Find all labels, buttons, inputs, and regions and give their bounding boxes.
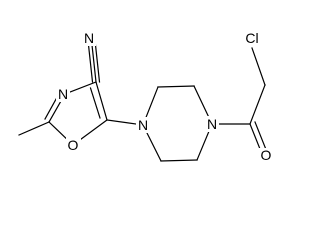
- bond-ch2-cl: [251, 47, 266, 86]
- bond-c4-c5-inner: [89, 87, 101, 119]
- atom-label-cl: Cl: [245, 30, 258, 46]
- bond-c2-methyl: [18, 121, 50, 136]
- bond-c4-c5: [95, 81, 108, 121]
- bond-c4-n3: [64, 81, 97, 95]
- atom-label-carbonyl-o: O: [261, 147, 272, 163]
- atom-ring-o: O: [66, 136, 81, 153]
- atom-label-pip-n4: N: [207, 116, 217, 132]
- atom-label-ring-o: O: [68, 137, 79, 153]
- bond-nitrile-1: [87, 44, 94, 83]
- atom-cl: Cl: [241, 30, 263, 47]
- atom-carbonyl-o: O: [259, 147, 274, 163]
- bond-nitrile-2: [91, 44, 97, 83]
- bond-pip-2: [157, 85, 195, 88]
- atom-ring-n: N: [56, 86, 70, 102]
- bond-pip-5: [160, 159, 198, 162]
- atom-label-pip-n1: N: [138, 117, 148, 133]
- bond-nitrile-3: [94, 44, 101, 83]
- atom-pip-n4: N: [205, 116, 219, 132]
- atom-label-ring-n: N: [58, 86, 68, 102]
- bonds: [18, 44, 270, 162]
- atom-nitrile-n: N: [82, 30, 96, 46]
- atom-pip-n1: N: [136, 117, 150, 133]
- atom-label-nitrile-n: N: [84, 30, 94, 46]
- bond-carbonyl-ch2: [249, 84, 266, 125]
- atom-labels: N N O N N Cl O: [56, 30, 274, 163]
- chemical-structure: N N O N N Cl O: [18, 30, 274, 163]
